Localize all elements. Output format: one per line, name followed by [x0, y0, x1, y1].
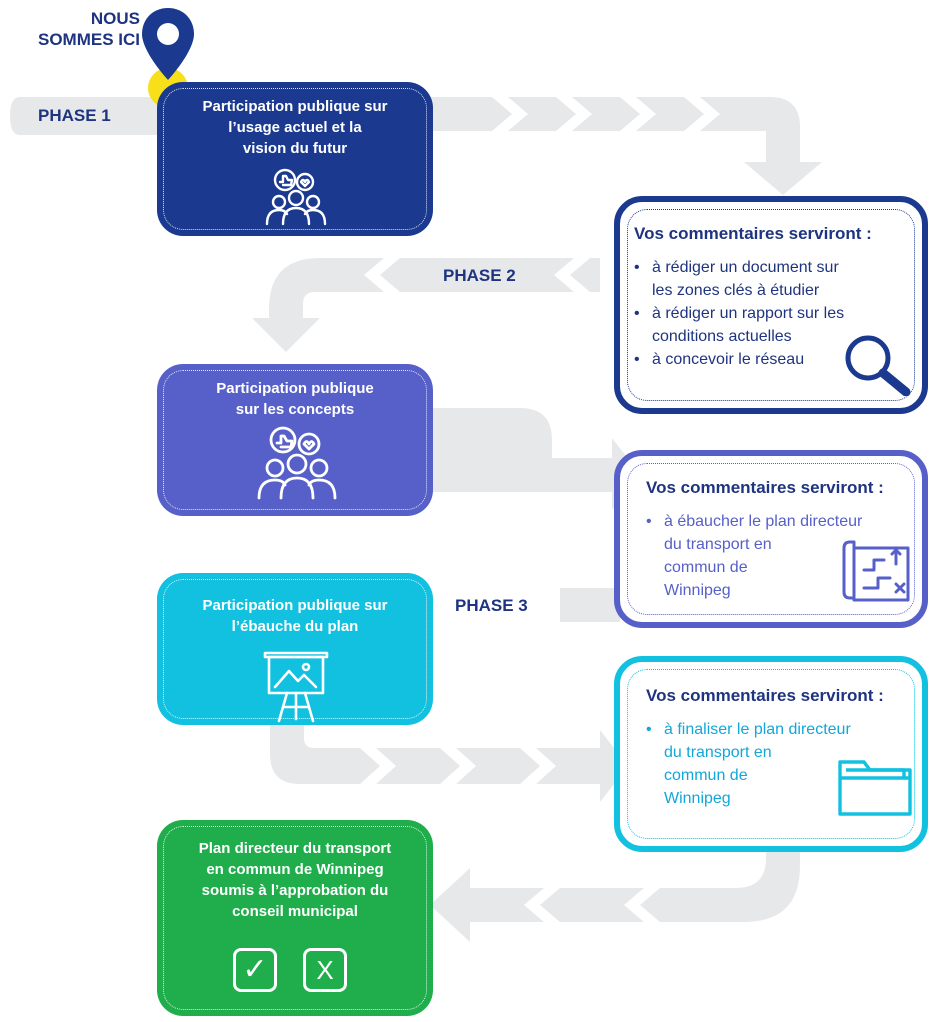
approve-check-icon: ✓ — [233, 948, 277, 992]
phase2-participation-box: Participation publique sur les concepts — [157, 364, 433, 516]
map-route-icon — [842, 540, 910, 602]
box3-flow-band — [270, 720, 628, 802]
people-feedback-icon — [265, 168, 327, 226]
final-box-title: Plan directeur du transport en commun de… — [198, 840, 392, 920]
phase3-arrow — [568, 588, 610, 622]
phase1-band — [10, 97, 200, 135]
phase2-box-title: Participation publique sur les concepts — [216, 380, 374, 418]
pin-label-line2: SOMMES ICI — [37, 30, 140, 49]
comments-title: Vos commentaires serviront : — [646, 686, 884, 705]
list-item: à concevoir le réseau — [634, 348, 844, 371]
pin-label: NOUS SOMMES ICI — [4, 8, 140, 50]
phase3-comments-box: Vos commentaires serviront : à finaliser… — [614, 656, 928, 852]
comments-title: Vos commentaires serviront : — [634, 224, 872, 243]
phase-2-label: PHASE 2 — [443, 266, 516, 285]
pin-label-line1: NOUS — [90, 9, 140, 28]
comments-title: Vos commentaires serviront : — [646, 478, 884, 497]
phase2-comments-box: Vos commentaires serviront : à ébaucher … — [614, 450, 928, 628]
phase2-flow-band — [252, 258, 600, 352]
box2-flow-band — [430, 408, 640, 510]
people-feedback-icon — [257, 426, 337, 500]
magnifier-icon — [845, 335, 911, 396]
top-flow-band — [430, 97, 822, 195]
phase-1-label: PHASE 1 — [38, 106, 111, 125]
phase3-participation-box: Participation publique sur l’ébauche du … — [157, 573, 433, 725]
reject-x-icon: X — [303, 948, 347, 992]
phase1-comments-box: Vos commentaires serviront : à rédiger u… — [614, 196, 928, 414]
phase3-box-title: Participation publique sur l’ébauche du … — [202, 597, 388, 635]
phase1-participation-box: Participation publique sur l’usage actue… — [157, 82, 433, 236]
phase1-box-title: Participation publique sur l’usage actue… — [202, 98, 388, 157]
folder-icon — [838, 760, 912, 816]
easel-picture-icon — [263, 651, 329, 723]
final-plan-box: Plan directeur du transport en commun de… — [157, 820, 433, 1016]
phase-3-label: PHASE 3 — [455, 596, 528, 615]
bottom-flow-band — [430, 830, 800, 942]
